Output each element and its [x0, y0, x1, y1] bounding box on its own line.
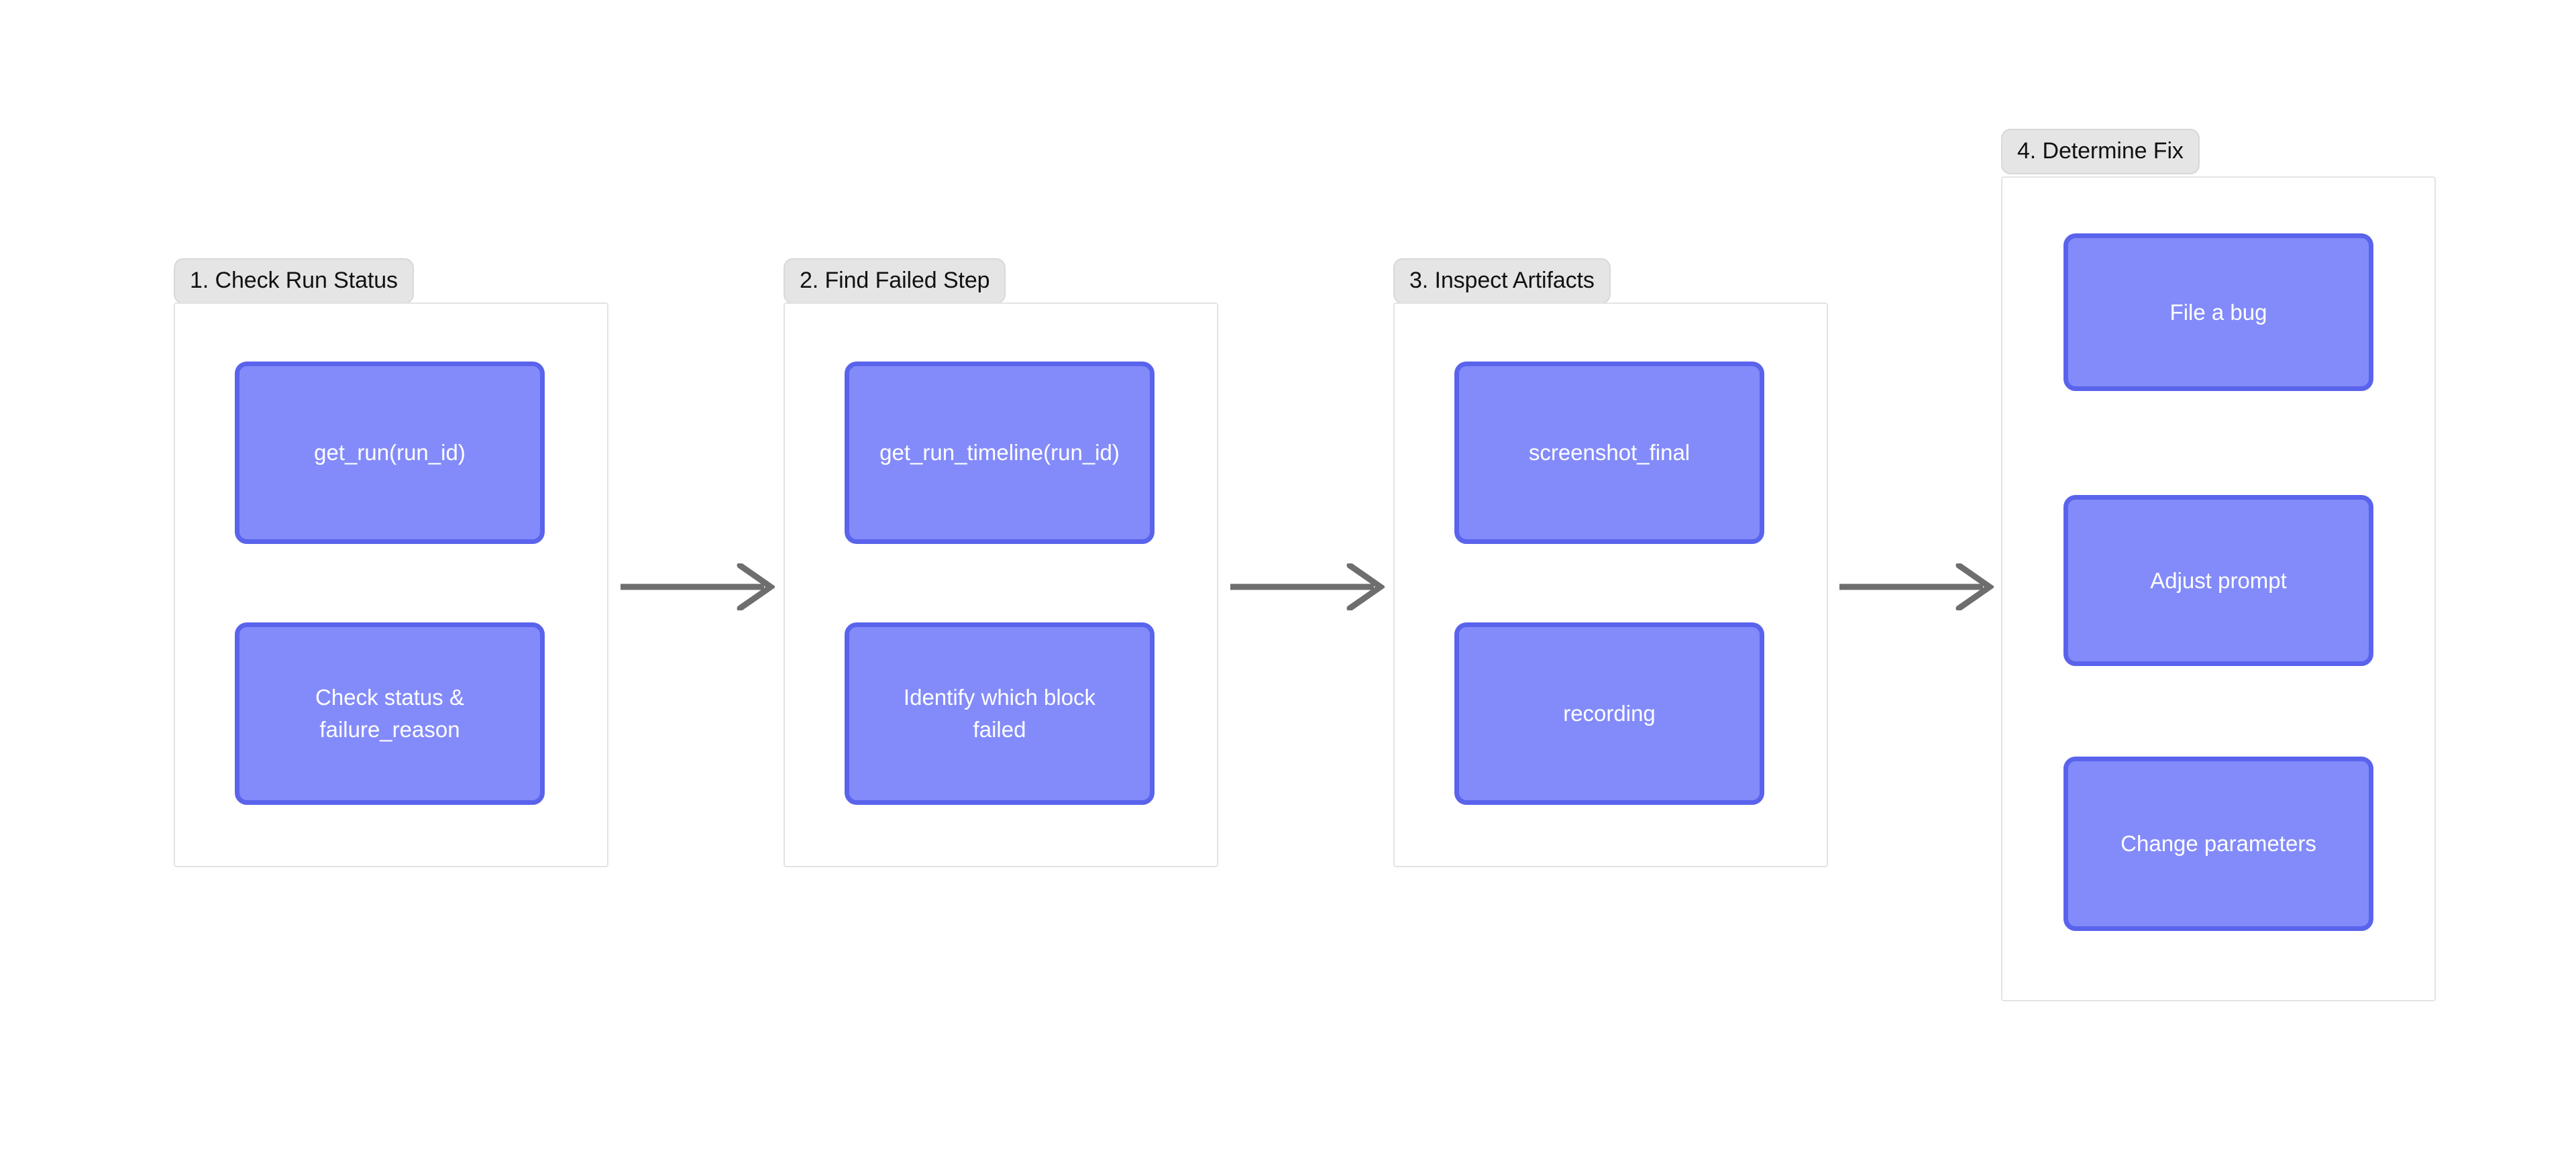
- node-box[interactable]: Change parameters: [2063, 757, 2373, 931]
- node-box[interactable]: File a bug: [2063, 233, 2373, 391]
- arrow-2-to-3-icon: [1230, 563, 1385, 610]
- group-label-determine-fix: 4. Determine Fix: [2001, 129, 2200, 174]
- node-box[interactable]: get_run(run_id): [235, 362, 545, 544]
- group-label-check-run-status: 1. Check Run Status: [174, 258, 414, 304]
- node-box[interactable]: Check status & failure_reason: [235, 622, 545, 805]
- node-box[interactable]: Identify which block failed: [845, 622, 1155, 805]
- group-label-inspect-artifacts: 3. Inspect Artifacts: [1393, 258, 1611, 304]
- group-label-find-failed-step: 2. Find Failed Step: [784, 258, 1006, 304]
- node-box[interactable]: screenshot_final: [1454, 362, 1764, 544]
- node-box[interactable]: get_run_timeline(run_id): [845, 362, 1155, 544]
- node-box[interactable]: recording: [1454, 622, 1764, 805]
- node-box[interactable]: Adjust prompt: [2063, 495, 2373, 666]
- arrow-3-to-4-icon: [1839, 563, 1994, 610]
- arrow-1-to-2-icon: [621, 563, 775, 610]
